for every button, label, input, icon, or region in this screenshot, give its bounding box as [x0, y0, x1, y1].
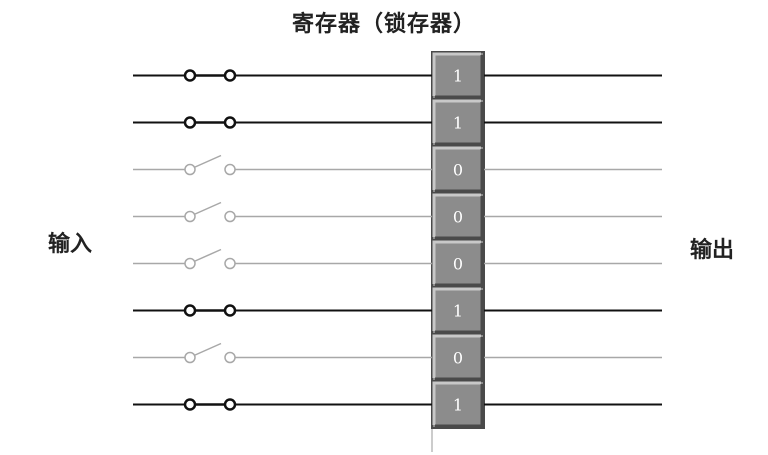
bit-value: 0 [453, 208, 463, 227]
cell-bevel-dark [435, 149, 484, 193]
cell-bevel-light [432, 99, 481, 143]
cell-bevel-light [432, 381, 481, 425]
cell-bevel-dark [435, 196, 484, 240]
cell-bevel-dark [435, 337, 484, 381]
cell-bevel-dark [435, 290, 484, 334]
switch-terminal [183, 304, 197, 317]
cell-bevel-dark [435, 102, 484, 146]
bit-value: 1 [453, 302, 463, 321]
switch-terminal [183, 398, 197, 411]
cell-bevel-light [432, 193, 481, 237]
cell-bevel-light [432, 287, 481, 331]
switch-open [193, 342, 222, 357]
switch-terminal [184, 351, 196, 364]
bit-value: 0 [453, 161, 463, 180]
switch-terminal [224, 351, 236, 364]
cell-bevel-dark [435, 384, 484, 428]
register-cell [433, 100, 483, 145]
register-cell [433, 335, 483, 380]
switch-terminal [223, 116, 237, 129]
switch-terminal [184, 257, 196, 270]
input-label: 输入 [48, 231, 93, 257]
bit-value: 1 [453, 114, 463, 133]
switch-terminal [223, 398, 237, 411]
cell-bevel-light [432, 240, 481, 284]
switch-terminal [223, 69, 237, 82]
output-label: 输出 [690, 237, 735, 263]
switch-terminal [184, 163, 196, 176]
register-cell [433, 194, 483, 239]
switch-open [193, 201, 222, 216]
bit-value: 0 [453, 349, 463, 368]
switch-terminal [224, 210, 236, 223]
register-cell [433, 53, 483, 98]
switch-terminal [224, 163, 236, 176]
register-cell [433, 147, 483, 192]
diagram-title: 寄存器（锁存器） [291, 11, 476, 37]
cell-bevel-dark [435, 243, 484, 287]
switch-terminal [224, 257, 236, 270]
switch-open [193, 248, 222, 263]
register-cell [433, 241, 483, 286]
switch-terminal [184, 210, 196, 223]
cell-bevel-light [432, 146, 481, 190]
bit-value: 1 [453, 396, 463, 415]
switch-terminal [183, 116, 197, 129]
switch-terminal [183, 69, 197, 82]
cell-bevel-light [432, 52, 481, 96]
bit-value: 0 [453, 255, 463, 274]
cell-bevel-light [432, 334, 481, 378]
cell-bevel-dark [435, 55, 484, 99]
bit-value: 1 [453, 67, 463, 86]
register-cell [433, 382, 483, 427]
register-cell [433, 288, 483, 333]
switch-open [193, 154, 222, 169]
switch-terminal [223, 304, 237, 317]
